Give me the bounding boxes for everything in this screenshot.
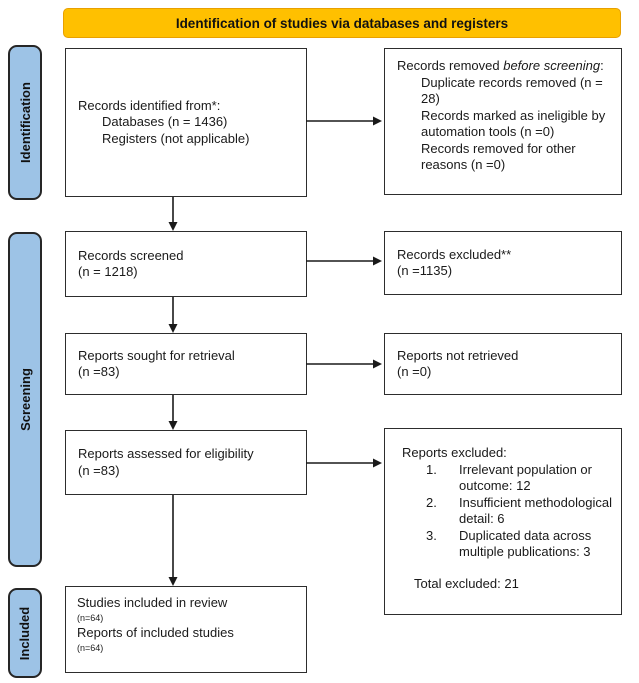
- records-identified-registers: Registers (not applicable): [102, 130, 250, 146]
- banner-title: Identification of studies via databases …: [175, 15, 509, 31]
- studies-included-label: Studies included in review: [77, 595, 228, 610]
- reports-sought-count: (n =83): [78, 364, 120, 379]
- records-removed-heading-post: :: [600, 58, 604, 73]
- arrow-identified-to-removed-icon: [306, 116, 382, 126]
- records-removed-automation: Records marked as ineligible by automati…: [421, 107, 606, 140]
- records-excluded-label: Records excluded**: [397, 246, 512, 262]
- arrow-screened-to-sought-icon: [168, 297, 178, 333]
- studies-included-count: (n=64): [77, 613, 104, 623]
- stage-label-included: Included: [8, 588, 42, 678]
- box-reports-not-retrieved: Reports not retrieved (n =0): [384, 333, 622, 395]
- box-records-screened: Records screened (n = 1218): [65, 231, 307, 297]
- records-identified-databases: Databases (n = 1436): [102, 114, 228, 130]
- stage-identification-text: Identification: [17, 82, 33, 163]
- records-removed-duplicates: Duplicate records removed (n = 28): [421, 74, 603, 107]
- stage-screening-text: Screening: [17, 368, 33, 431]
- records-removed-other: Records removed for other reasons (n =0): [421, 140, 576, 173]
- total-excluded: Total excluded: 21: [414, 575, 519, 591]
- stage-label-identification: Identification: [8, 45, 42, 200]
- reports-not-retrieved-count: (n =0): [397, 364, 432, 379]
- records-excluded-count: (n =1135): [397, 263, 453, 278]
- records-screened-label: Records screened: [78, 247, 184, 263]
- records-identified-heading: Records identified from*:: [78, 97, 221, 113]
- excluded-reason-1-num: 1.: [426, 461, 437, 477]
- arrow-screened-to-excluded-icon: [306, 256, 382, 266]
- excluded-reason-1: 1. Irrelevant population or outcome: 12: [426, 462, 615, 495]
- box-reports-assessed: Reports assessed for eligibility (n =83): [65, 430, 307, 495]
- box-studies-included: Studies included in review (n=64) Report…: [65, 586, 307, 673]
- excluded-reason-2-num: 2.: [426, 494, 437, 510]
- excluded-reason-2: 2. Insufficient methodological detail: 6: [426, 495, 615, 528]
- arrow-assessed-to-reportsexcluded-icon: [306, 458, 382, 468]
- arrow-assessed-to-included-icon: [168, 495, 178, 586]
- box-reports-excluded: Reports excluded: 1. Irrelevant populati…: [384, 428, 622, 615]
- reports-included-label: Reports of included studies: [77, 625, 234, 640]
- arrow-identified-to-screened-icon: [168, 197, 178, 231]
- box-records-identified: Records identified from*: Databases (n =…: [65, 48, 307, 197]
- banner: Identification of studies via databases …: [63, 8, 621, 38]
- stage-included-text: Included: [17, 606, 33, 660]
- excluded-reason-1-text: Irrelevant population or outcome: 12: [459, 461, 592, 494]
- reports-sought-label: Reports sought for retrieval: [78, 347, 235, 363]
- reports-excluded-heading: Reports excluded:: [402, 445, 507, 460]
- reports-not-retrieved-label: Reports not retrieved: [397, 347, 519, 363]
- box-reports-sought: Reports sought for retrieval (n =83): [65, 333, 307, 395]
- box-records-excluded: Records excluded** (n =1135): [384, 231, 622, 295]
- records-removed-heading: Records removed before screening:: [397, 58, 615, 75]
- arrow-sought-to-notretrieved-icon: [306, 359, 382, 369]
- reports-assessed-label: Reports assessed for eligibility: [78, 446, 254, 461]
- excluded-reason-3-num: 3.: [426, 527, 437, 543]
- box-records-removed: Records removed before screening: Duplic…: [384, 48, 622, 195]
- records-screened-count: (n = 1218): [78, 264, 138, 279]
- excluded-reason-3-text: Duplicated data across multiple publicat…: [459, 527, 592, 560]
- records-removed-heading-italic: before screening: [503, 58, 601, 73]
- excluded-reason-3: 3. Duplicated data across multiple publi…: [426, 528, 615, 561]
- arrow-sought-to-assessed-icon: [168, 395, 178, 430]
- records-removed-heading-pre: Records removed: [397, 58, 504, 73]
- reports-assessed-count: (n =83): [78, 462, 120, 478]
- stage-label-screening: Screening: [8, 232, 42, 567]
- reports-included-count: (n=64): [77, 643, 104, 653]
- excluded-reason-2-text: Insufficient methodological detail: 6: [459, 494, 612, 527]
